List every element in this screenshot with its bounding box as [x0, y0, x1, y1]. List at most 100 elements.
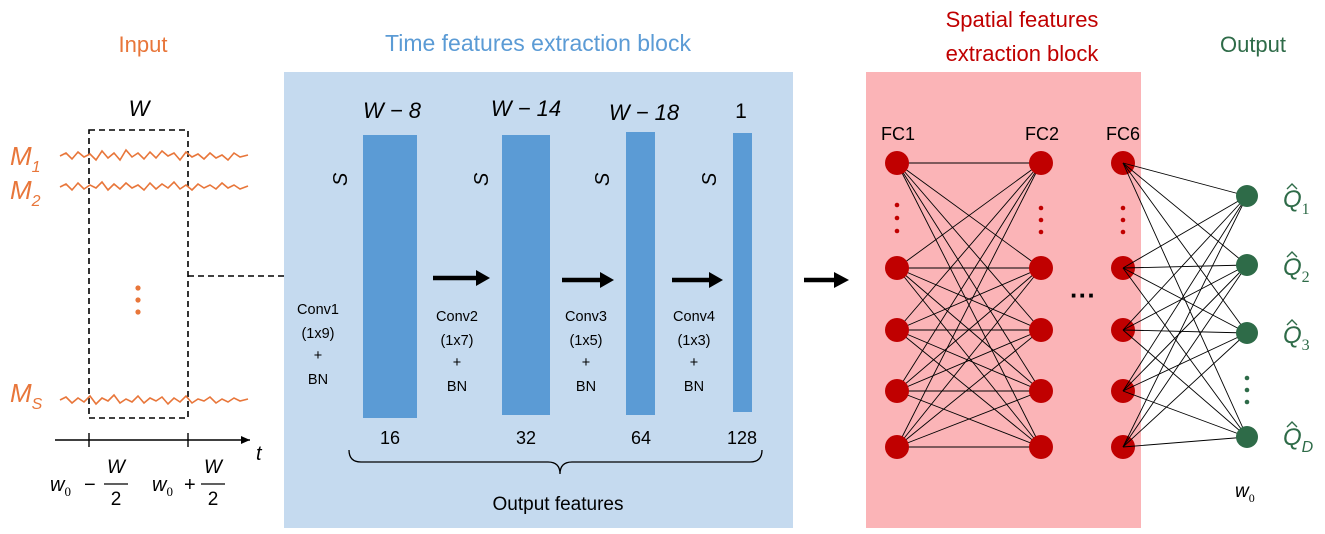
time-to-spatial-arrow-head [834, 272, 849, 288]
hat-mark [1286, 421, 1298, 428]
window-box [88, 129, 189, 419]
fc-neuron [1029, 151, 1053, 175]
output-connections [1122, 162, 1248, 448]
conv-kernel: (1x5) [569, 333, 602, 349]
conv-norm: BN [576, 379, 596, 395]
output-connection [1122, 436, 1248, 448]
layer-channel-count: 64 [631, 428, 651, 448]
conv-name: Conv3 [565, 309, 607, 325]
fc-neurons [885, 151, 1135, 459]
fc-connection [896, 329, 1042, 448]
output-neuron [1236, 322, 1258, 344]
conv-kernel: (1x9) [301, 326, 334, 342]
spatial-block-title-line1: Spatial features [946, 7, 1099, 32]
left-tick-operator: − [84, 474, 96, 496]
output-connection [1122, 267, 1248, 334]
fc-connection [896, 267, 1042, 448]
conv3-label: Conv3 (1x5) + BN [565, 309, 607, 395]
layer-arrow-head [709, 272, 723, 288]
layer-width-label: W − 8 [363, 98, 422, 123]
output-connection [1122, 264, 1248, 269]
fc-connection [896, 162, 1042, 392]
output-features-brace [348, 449, 763, 475]
channel-label: S [330, 172, 352, 186]
output-label-q2: Q2 [1283, 254, 1310, 286]
fc-neuron [885, 318, 909, 342]
signal-label-m2: M2 [10, 175, 41, 210]
conv4-label: Conv4 (1x3) + BN [673, 309, 715, 395]
fc-connection [896, 390, 1042, 448]
output-neurons [1236, 185, 1258, 448]
signal-wave-m2 [59, 180, 249, 192]
time-block-title: Time features extraction block [385, 30, 691, 56]
output-label-q1: Q1 [1283, 186, 1310, 218]
output-vertical-ellipsis-dot [1244, 375, 1250, 381]
fc-connection [896, 162, 1042, 269]
conv-kernel: (1x7) [440, 333, 473, 349]
fc-layer-label: FC6 [1106, 124, 1140, 144]
conv-plus: + [453, 355, 461, 371]
fc-neuron [1029, 435, 1053, 459]
conv-name: Conv2 [436, 309, 478, 325]
right-tick-operator: + [184, 474, 196, 496]
output-connection [1122, 332, 1248, 448]
input-section: Input W M1 M2 MS t w0 − W 2 [10, 32, 351, 510]
output-connection [1122, 329, 1248, 438]
output-connection [1122, 195, 1248, 269]
channel-label: S [471, 172, 493, 186]
fc-vertical-ellipsis-dot [1120, 229, 1126, 235]
layer-width-label: W − 14 [491, 96, 561, 121]
channel-label: S [592, 172, 614, 186]
signal-ellipsis-dot [135, 285, 141, 291]
fc-vertical-ellipsis-dot [1038, 205, 1044, 211]
hat-mark [1286, 251, 1298, 258]
fc-neuron [885, 379, 909, 403]
fc-neuron [1029, 318, 1053, 342]
output-connection [1122, 162, 1248, 197]
conv2-feature-map [502, 135, 550, 415]
channel-label: S [699, 172, 721, 186]
signal-ellipsis-dot [135, 309, 141, 315]
window-label: W [129, 96, 152, 121]
conv-name: Conv1 [297, 302, 339, 318]
output-connection [1122, 267, 1248, 438]
layer-arrow-head [476, 270, 490, 286]
output-connection [1122, 162, 1248, 266]
fc-neuron [1029, 379, 1053, 403]
fc-vertical-ellipsis-dot [1120, 205, 1126, 211]
fc-connection [896, 329, 1042, 392]
fc-connections [896, 162, 1042, 448]
fc-vertical-ellipsis-dot [894, 215, 900, 221]
layer-width-label: W − 18 [609, 100, 680, 125]
fc-vertical-ellipsis-dot [1038, 217, 1044, 223]
output-connection [1122, 332, 1248, 392]
fc-horizontal-ellipsis: ··· [1070, 280, 1096, 310]
output-label-q3: Q3 [1283, 322, 1310, 354]
output-vertical-ellipsis-dot [1244, 387, 1250, 393]
fc-connection [896, 162, 1042, 448]
output-neuron [1236, 254, 1258, 276]
output-connection [1122, 264, 1248, 392]
fc-vertical-ellipsis-dot [894, 228, 900, 234]
conv2-label: Conv2 (1x7) + BN [436, 309, 478, 395]
signal-label-m1: M1 [10, 141, 41, 176]
fc-neuron [1029, 256, 1053, 280]
right-tick-denominator: 2 [208, 489, 219, 510]
signal-label-ms: MS [10, 378, 43, 413]
spatial-features-block: Spatial features extraction block FC1 FC… [866, 7, 1141, 528]
output-features-label: Output features [493, 494, 624, 515]
conv-name: Conv4 [673, 309, 715, 325]
conv-plus: + [582, 355, 590, 371]
layer-width-label: 1 [735, 100, 747, 123]
spatial-block-title-line2: extraction block [946, 41, 1100, 66]
fc-vertical-ellipsis-dot [894, 202, 900, 208]
conv-kernel: (1x3) [677, 333, 710, 349]
output-label-qd: QD [1283, 424, 1314, 456]
fc-connection [896, 267, 1042, 392]
conv3-feature-map [626, 132, 655, 415]
input-title: Input [119, 32, 168, 57]
output-connection [1122, 329, 1248, 334]
signal-ellipsis-dot [135, 297, 141, 303]
conv-norm: BN [684, 379, 704, 395]
fc-vertical-ellipsis-dot [1120, 217, 1126, 223]
